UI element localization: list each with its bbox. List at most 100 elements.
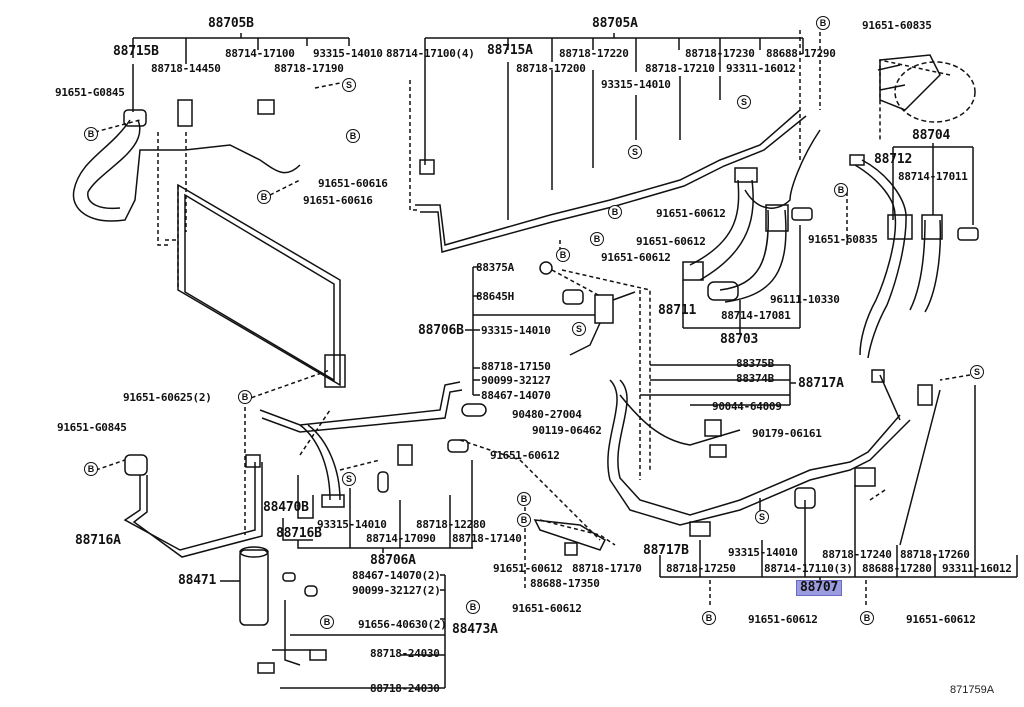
part-label[interactable]: 88688-17350	[530, 577, 600, 590]
part-label[interactable]: 90480-27004	[512, 408, 582, 421]
part-label[interactable]: 88718-24030	[370, 682, 440, 695]
bolt-marker-icon: B	[84, 462, 98, 476]
screw-marker-icon: S	[628, 145, 642, 159]
part-label[interactable]: 88688-17280	[862, 562, 932, 575]
part-label[interactable]: 88467-14070	[481, 389, 551, 402]
part-label[interactable]: 91651-60612	[512, 602, 582, 615]
group-label-88707-highlighted[interactable]: 88707	[796, 580, 843, 596]
part-label[interactable]: 88718-17140	[452, 532, 522, 545]
part-label[interactable]: 91651-60835	[808, 233, 878, 246]
part-label[interactable]: 93315-14010	[728, 546, 798, 559]
part-label[interactable]: 88714-17090	[366, 532, 436, 545]
part-label-88716A[interactable]: 88716A	[75, 533, 121, 548]
bracket-88705B	[132, 33, 350, 64]
hose-88714-17081	[707, 204, 789, 303]
part-label[interactable]: 91651-60625(2)	[123, 391, 212, 404]
part-label[interactable]: 88718-17150	[481, 360, 551, 373]
part-label[interactable]: 88718-17260	[900, 548, 970, 561]
part-label[interactable]: 91651-60616	[303, 194, 373, 207]
part-label[interactable]: 90179-06161	[752, 427, 822, 440]
compressor	[877, 54, 976, 123]
part-label-88470B[interactable]: 88470B	[263, 500, 309, 515]
screw-marker-icon: S	[572, 322, 586, 336]
part-label[interactable]: 88718-17240	[822, 548, 892, 561]
part-label[interactable]: 88714-17100	[225, 47, 295, 60]
bolt-marker-icon: B	[860, 611, 874, 625]
part-label[interactable]: 88718-17200	[516, 62, 586, 75]
bolt-marker-icon: B	[238, 390, 252, 404]
part-label[interactable]: 96111-10330	[770, 293, 840, 306]
part-label[interactable]: 88467-14070(2)	[352, 569, 441, 582]
part-label[interactable]: 88714-17011	[898, 170, 968, 183]
part-label[interactable]: 88688-17290	[766, 47, 836, 60]
part-label[interactable]: 91651-60835	[862, 19, 932, 32]
dashed-leaders	[94, 25, 971, 590]
bolt-marker-icon: B	[517, 492, 531, 506]
part-label[interactable]: 90119-06462	[532, 424, 602, 437]
group-label-88705A[interactable]: 88705A	[592, 16, 638, 31]
part-label-88712[interactable]: 88712	[874, 152, 913, 167]
part-label[interactable]: 88718-17190	[274, 62, 344, 75]
part-label[interactable]: 91651-60616	[318, 177, 388, 190]
bolt-marker-icon: B	[320, 615, 334, 629]
bolt-marker-icon: B	[608, 205, 622, 219]
part-label[interactable]: 93311-16012	[726, 62, 796, 75]
group-label-88706B[interactable]: 88706B	[418, 323, 464, 338]
condenser	[165, 183, 346, 388]
part-label[interactable]: 88718-17230	[685, 47, 755, 60]
bolt-marker-icon: B	[702, 611, 716, 625]
part-label[interactable]: 93311-16012	[942, 562, 1012, 575]
bracket-88707	[659, 384, 1018, 605]
part-label[interactable]: 90099-32127(2)	[352, 584, 441, 597]
group-label-88703[interactable]: 88703	[720, 332, 759, 347]
part-label[interactable]: 91651-60612	[493, 562, 563, 575]
part-label[interactable]: 93315-14010	[601, 78, 671, 91]
part-label[interactable]: 90044-64009	[712, 400, 782, 413]
part-label[interactable]: 88718-24030	[370, 647, 440, 660]
part-label[interactable]: 91651-G0845	[57, 421, 127, 434]
part-label[interactable]: 88375A	[476, 261, 514, 274]
part-label[interactable]: 88714-17110(3)	[764, 562, 853, 575]
bolt-marker-icon: B	[84, 127, 98, 141]
part-label[interactable]: 91651-60612	[636, 235, 706, 248]
part-label[interactable]: 90099-32127	[481, 374, 551, 387]
part-label[interactable]: 88718-17170	[572, 562, 642, 575]
part-label[interactable]: 91651-60612	[601, 251, 671, 264]
part-label-88711[interactable]: 88711	[658, 303, 697, 318]
part-label[interactable]: 88718-14450	[151, 62, 221, 75]
parts-88706A	[377, 403, 616, 556]
part-label[interactable]: 91651-60612	[656, 207, 726, 220]
part-label-88715A[interactable]: 88715A	[487, 43, 533, 58]
part-label[interactable]: 88718-17210	[645, 62, 715, 75]
group-label-88704[interactable]: 88704	[912, 128, 951, 143]
part-label-88715B[interactable]: 88715B	[113, 44, 159, 59]
group-label-88473A[interactable]: 88473A	[452, 622, 498, 637]
part-label[interactable]: 91651-60612	[906, 613, 976, 626]
pipe-88715B	[72, 64, 301, 222]
part-label[interactable]: 91656-40630(2)	[358, 618, 447, 631]
part-label[interactable]: 88714-17100(4)	[386, 47, 475, 60]
part-label[interactable]: 88375B	[736, 357, 774, 370]
part-label-88716B[interactable]: 88716B	[276, 526, 322, 541]
part-label[interactable]: 91651-60612	[490, 449, 560, 462]
bolt-marker-icon: B	[816, 16, 830, 30]
part-label[interactable]: 88718-17250	[666, 562, 736, 575]
part-label[interactable]: 93315-14010	[313, 47, 383, 60]
part-label-88717B[interactable]: 88717B	[643, 543, 689, 558]
group-label-88705B[interactable]: 88705B	[208, 16, 254, 31]
part-label-88471[interactable]: 88471	[178, 573, 217, 588]
part-label[interactable]: 91651-G0845	[55, 86, 125, 99]
part-label[interactable]: 88718-17220	[559, 47, 629, 60]
part-label[interactable]: 93315-14010	[481, 324, 551, 337]
part-label[interactable]: 91651-60612	[748, 613, 818, 626]
part-label[interactable]: 88374B	[736, 372, 774, 385]
hose-88711	[682, 30, 821, 281]
group-label-88717A[interactable]: 88717A	[798, 376, 844, 391]
part-label[interactable]: 88645H	[476, 290, 514, 303]
bolt-marker-icon: B	[834, 183, 848, 197]
part-label[interactable]: 88718-12280	[416, 518, 486, 531]
group-label-88706A[interactable]: 88706A	[370, 553, 416, 568]
part-label[interactable]: 88714-17081	[721, 309, 791, 322]
part-label[interactable]: 93315-14010	[317, 518, 387, 531]
screw-marker-icon: S	[755, 510, 769, 524]
